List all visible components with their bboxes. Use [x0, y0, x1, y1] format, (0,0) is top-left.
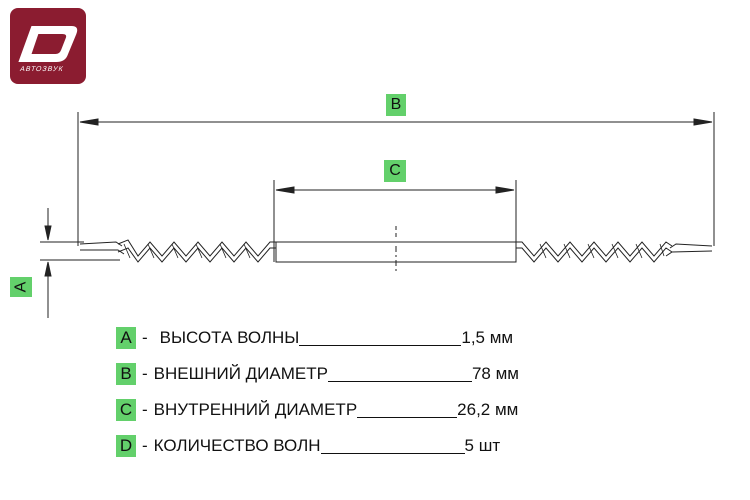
- right-corrugation-bottom: [516, 247, 673, 263]
- dimension-c-left-arrow: [275, 186, 295, 194]
- legend-dash: -: [142, 364, 148, 383]
- legend-key: D: [116, 435, 136, 457]
- legend-dash: -: [142, 400, 148, 419]
- left-rim-bottom: [80, 249, 125, 255]
- spider-cross-section-drawing: [40, 112, 715, 318]
- left-rim-top: [79, 241, 123, 247]
- right-rim-bottom: [665, 250, 713, 257]
- left-corrugation-top: [117, 239, 276, 257]
- legend-label: КОЛИЧЕСТВО ВОЛН: [153, 436, 321, 455]
- dimension-c-right-arrow: [495, 186, 515, 194]
- legend-leader-line: [327, 367, 472, 382]
- dimension-b-label: B: [386, 94, 406, 116]
- dimension-c-label: C: [384, 160, 406, 182]
- legend-row-inner-diameter: C - ВНУТРЕННИЙ ДИАМЕТР 26,2 мм: [116, 398, 518, 422]
- legend-value: 5 шт: [464, 436, 501, 455]
- left-corrugation-inner: [123, 243, 251, 259]
- right-corrugation-top: [516, 241, 673, 257]
- legend-row-wave-height: A - ВЫСОТА ВОЛНЫ 1,5 мм: [116, 326, 513, 350]
- legend-key: C: [116, 399, 136, 421]
- legend-value: 1,5 мм: [461, 328, 514, 347]
- legend-value: 26,2 мм: [457, 400, 519, 419]
- legend-dash: -: [142, 436, 148, 455]
- legend-leader-line: [299, 331, 462, 346]
- legend-dash: -: [142, 328, 148, 347]
- inner-flat-section: [275, 241, 517, 263]
- dimension-b-right-arrow: [693, 118, 713, 126]
- legend-key: A: [116, 327, 136, 349]
- legend-key: B: [116, 363, 136, 385]
- dimension-a-bottom-arrow: [44, 261, 52, 277]
- dimension-a-label: A: [10, 277, 32, 297]
- legend-leader-line: [320, 439, 465, 454]
- dimension-a-top-arrow: [44, 225, 52, 241]
- legend-row-outer-diameter: B - ВНЕШНИЙ ДИАМЕТР 78 мм: [116, 362, 519, 386]
- legend-label: ВЫСОТА ВОЛНЫ: [159, 328, 300, 347]
- legend-row-wave-count: D - КОЛИЧЕСТВО ВОЛН 5 шт: [116, 434, 500, 458]
- brand-logo: АВТОЗВУК: [10, 8, 86, 84]
- right-corrugation-inner: [539, 243, 665, 259]
- legend-label: ВНЕШНИЙ ДИАМЕТР: [153, 364, 328, 383]
- dimension-a-label-text: A: [11, 281, 29, 293]
- logo-mark-icon: [18, 26, 78, 62]
- legend-value: 78 мм: [471, 364, 519, 383]
- dimension-b-left-arrow: [79, 118, 99, 126]
- legend-leader-line: [357, 403, 458, 418]
- legend-label: ВНУТРЕННИЙ ДИАМЕТР: [153, 400, 358, 419]
- right-rim-top: [669, 243, 713, 249]
